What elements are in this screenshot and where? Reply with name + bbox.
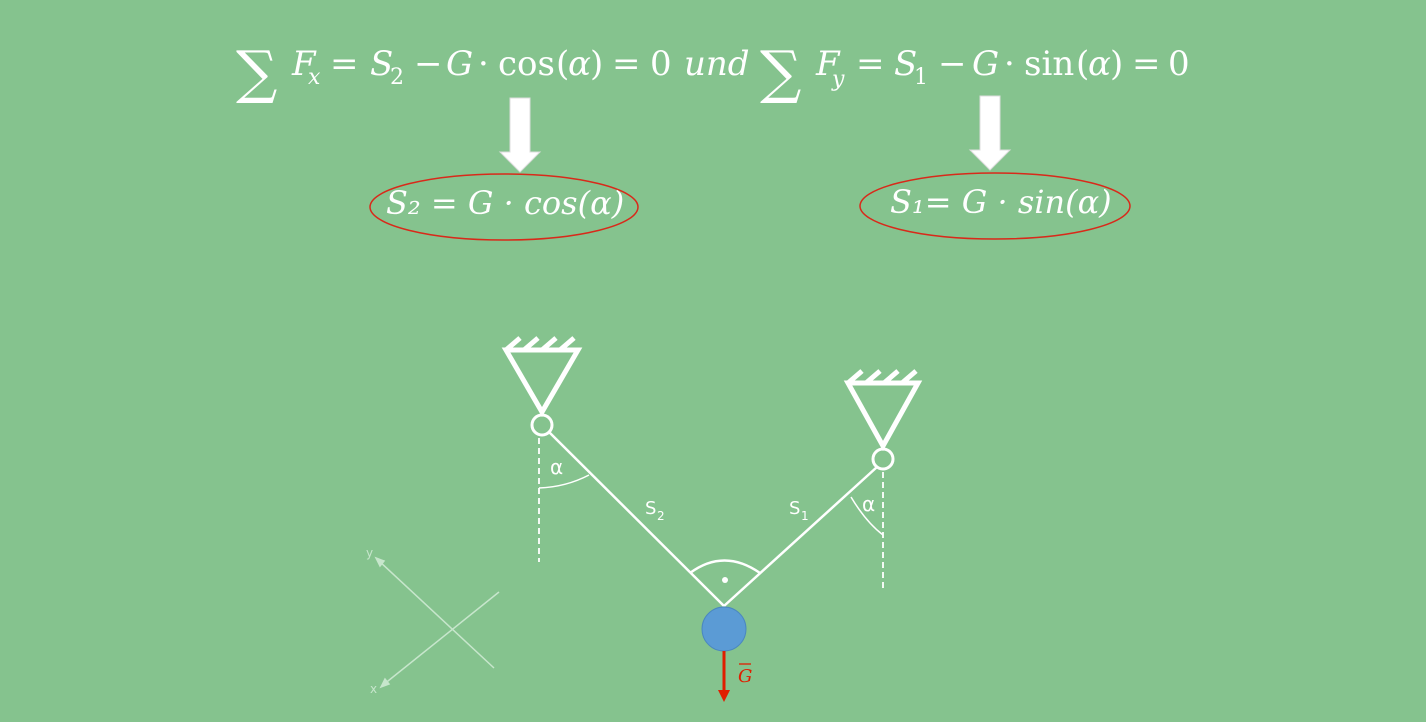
right-angle-arc xyxy=(689,559,761,575)
rope-s2 xyxy=(548,431,725,607)
result-s2: S₂ = G · cos(α) xyxy=(386,184,624,222)
angle-arc-right xyxy=(850,496,884,536)
equilibrium-equations: ∑ F x = S 2 − G · cos ( α ) = 0 und ∑ F … xyxy=(236,38,1190,106)
fx-subscript: x xyxy=(308,65,321,90)
zero-right: 0 xyxy=(1168,44,1190,84)
svg-text:G: G xyxy=(972,44,999,84)
zero-left: 0 xyxy=(650,44,672,84)
hanging-mass xyxy=(701,606,747,652)
pin-joint-left xyxy=(530,413,554,437)
svg-text:·: · xyxy=(1004,44,1015,84)
svg-text:=: = xyxy=(330,44,359,84)
sum-symbol-y: ∑ xyxy=(760,38,801,106)
axis-x-label: x xyxy=(370,682,377,696)
svg-text:G: G xyxy=(446,44,473,84)
svg-text:=: = xyxy=(612,44,641,84)
axis-y-label: y xyxy=(366,546,373,560)
axis-x-arrowhead xyxy=(379,677,391,689)
sum-symbol-x: ∑ xyxy=(236,38,277,106)
weight-force-arrow xyxy=(718,651,730,702)
axis-y xyxy=(377,559,495,669)
highlight-ellipse-left xyxy=(369,173,639,241)
connector-und: und xyxy=(684,44,750,84)
weight-label: G xyxy=(738,666,752,687)
axis-y-arrowhead xyxy=(374,556,386,568)
pin-joint-right xyxy=(871,447,895,471)
svg-text:=: = xyxy=(1132,44,1161,84)
right-angle-dot xyxy=(722,577,728,583)
svg-text:): ) xyxy=(590,44,603,84)
angle-label-left: α xyxy=(550,455,563,479)
svg-text:S: S xyxy=(370,44,393,84)
result-s1: S₁= G · sin(α) xyxy=(890,183,1112,221)
down-arrow-right-icon xyxy=(968,95,1012,171)
rope-label-s2-sub: 2 xyxy=(657,509,665,523)
angle-label-right: α xyxy=(862,492,875,516)
sin-function-top: sin xyxy=(1024,44,1074,84)
s1-subscript-top: 1 xyxy=(914,65,928,90)
svg-text:(: ( xyxy=(556,44,569,84)
alpha-top-right: α xyxy=(1088,44,1111,84)
support-left-icon xyxy=(501,336,583,417)
fy-subscript: y xyxy=(831,67,845,92)
coordinate-axes xyxy=(374,556,500,689)
rope-diagram xyxy=(501,336,923,607)
angle-arc-left xyxy=(538,474,590,489)
svg-text:S: S xyxy=(894,44,917,84)
svg-text:·: · xyxy=(478,44,489,84)
rope-s1 xyxy=(723,466,878,607)
support-right-icon xyxy=(843,369,923,452)
down-arrow-left-icon xyxy=(498,97,542,173)
svg-text:(: ( xyxy=(1076,44,1089,84)
rope-label-s2: S xyxy=(645,498,656,519)
highlight-ellipse-right xyxy=(859,172,1131,240)
rope-label-s1: S xyxy=(789,498,800,519)
svg-text:F: F xyxy=(291,44,317,84)
svg-text:): ) xyxy=(1110,44,1123,84)
svg-text:=: = xyxy=(856,44,885,84)
svg-text:−: − xyxy=(938,44,967,84)
alpha-top-left: α xyxy=(568,44,591,84)
cos-function-top: cos xyxy=(498,44,555,84)
s2-subscript-top: 2 xyxy=(390,65,404,90)
svg-text:−: − xyxy=(414,44,443,84)
svg-text:F: F xyxy=(815,44,841,84)
rope-label-s1-sub: 1 xyxy=(801,509,809,523)
axis-x xyxy=(382,591,500,686)
